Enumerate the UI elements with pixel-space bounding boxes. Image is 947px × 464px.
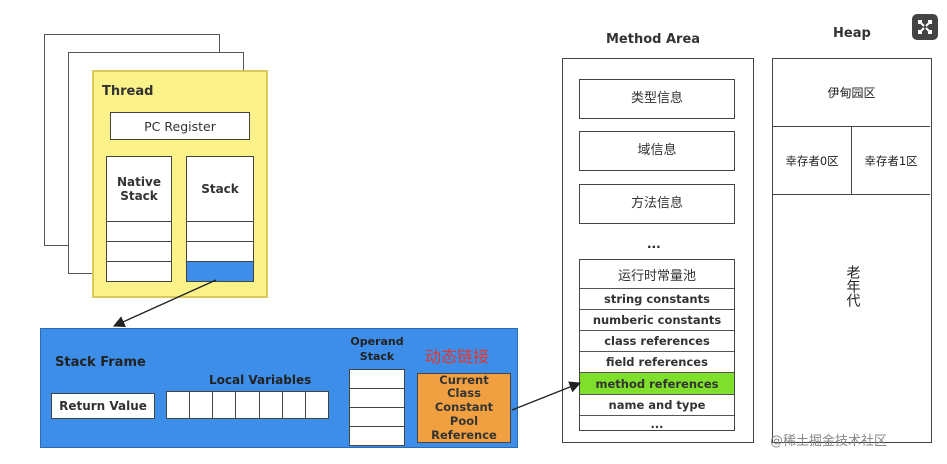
field-info: 域信息	[579, 131, 735, 171]
pool-row-ellipsis: ...	[650, 417, 664, 431]
constant-pool-reference: Current Class Constant Pool Reference	[417, 373, 511, 443]
local-variable-slot	[212, 391, 237, 419]
pc-register: PC Register	[110, 112, 250, 140]
pool-row-class-references: class references	[580, 331, 734, 352]
eden-space: 伊甸园区	[773, 59, 930, 127]
method-area-panel: 类型信息 域信息 方法信息 ... 运行时常量池 string constant…	[562, 58, 754, 443]
local-variable-slot	[166, 391, 191, 419]
java-stack-slot	[186, 241, 254, 262]
heap-title: Heap	[833, 26, 871, 41]
local-variables-array	[166, 391, 329, 419]
dynamic-linking-label: 动态链接	[425, 347, 490, 366]
method-info: 方法信息	[579, 184, 735, 224]
local-variables-label: Local Variables	[209, 373, 312, 387]
pool-row-string-constants: string constants	[580, 289, 734, 310]
native-stack-slot	[106, 261, 172, 282]
operand-stack-slot	[349, 407, 405, 427]
runtime-constant-pool: 运行时常量池 string constants numberic constan…	[579, 259, 735, 431]
return-value: Return Value	[51, 393, 155, 419]
stack-frame-title: Stack Frame	[55, 355, 146, 370]
pool-row-method-references: method references	[580, 373, 734, 395]
operand-stack-slot	[349, 369, 405, 389]
pool-row-numberic-constants: numberic constants	[580, 310, 734, 331]
expand-icon[interactable]	[912, 14, 938, 40]
local-variable-slot	[304, 391, 329, 419]
local-variable-slot	[235, 391, 260, 419]
local-variable-slot	[258, 391, 283, 419]
operand-stack-slot	[349, 426, 405, 446]
operand-stack-label: Operand Stack	[350, 335, 404, 363]
java-stack-current-frame	[186, 261, 254, 282]
native-stack: Native Stack	[106, 156, 172, 222]
native-stack-slot	[106, 241, 172, 262]
thread-title: Thread	[102, 84, 154, 99]
native-stack-slot	[106, 221, 172, 242]
heap-panel: 伊甸园区 幸存者0区 幸存者1区 老年代	[772, 58, 932, 443]
watermark: @稀土掘金技术社区	[770, 434, 888, 449]
constant-pool-title: 运行时常量池	[580, 260, 734, 289]
local-variable-slot	[189, 391, 214, 419]
survivor-1: 幸存者1区	[852, 127, 930, 195]
stack-frame-panel: Stack Frame Return Value Local Variables…	[40, 328, 518, 448]
type-info: 类型信息	[579, 79, 735, 119]
pool-row-field-references: field references	[580, 352, 734, 373]
survivor-0: 幸存者0区	[773, 127, 852, 195]
java-stack-slot	[186, 221, 254, 242]
old-generation: 老年代	[844, 265, 861, 307]
local-variable-slot	[281, 391, 306, 419]
operand-stack-slot	[349, 388, 405, 408]
thread-panel: Thread PC Register Native Stack Stack	[92, 70, 268, 298]
pool-row-name-and-type: name and type	[580, 395, 734, 416]
java-stack: Stack	[186, 156, 254, 222]
method-area-title: Method Area	[606, 32, 701, 47]
method-area-ellipsis: ...	[647, 237, 661, 251]
